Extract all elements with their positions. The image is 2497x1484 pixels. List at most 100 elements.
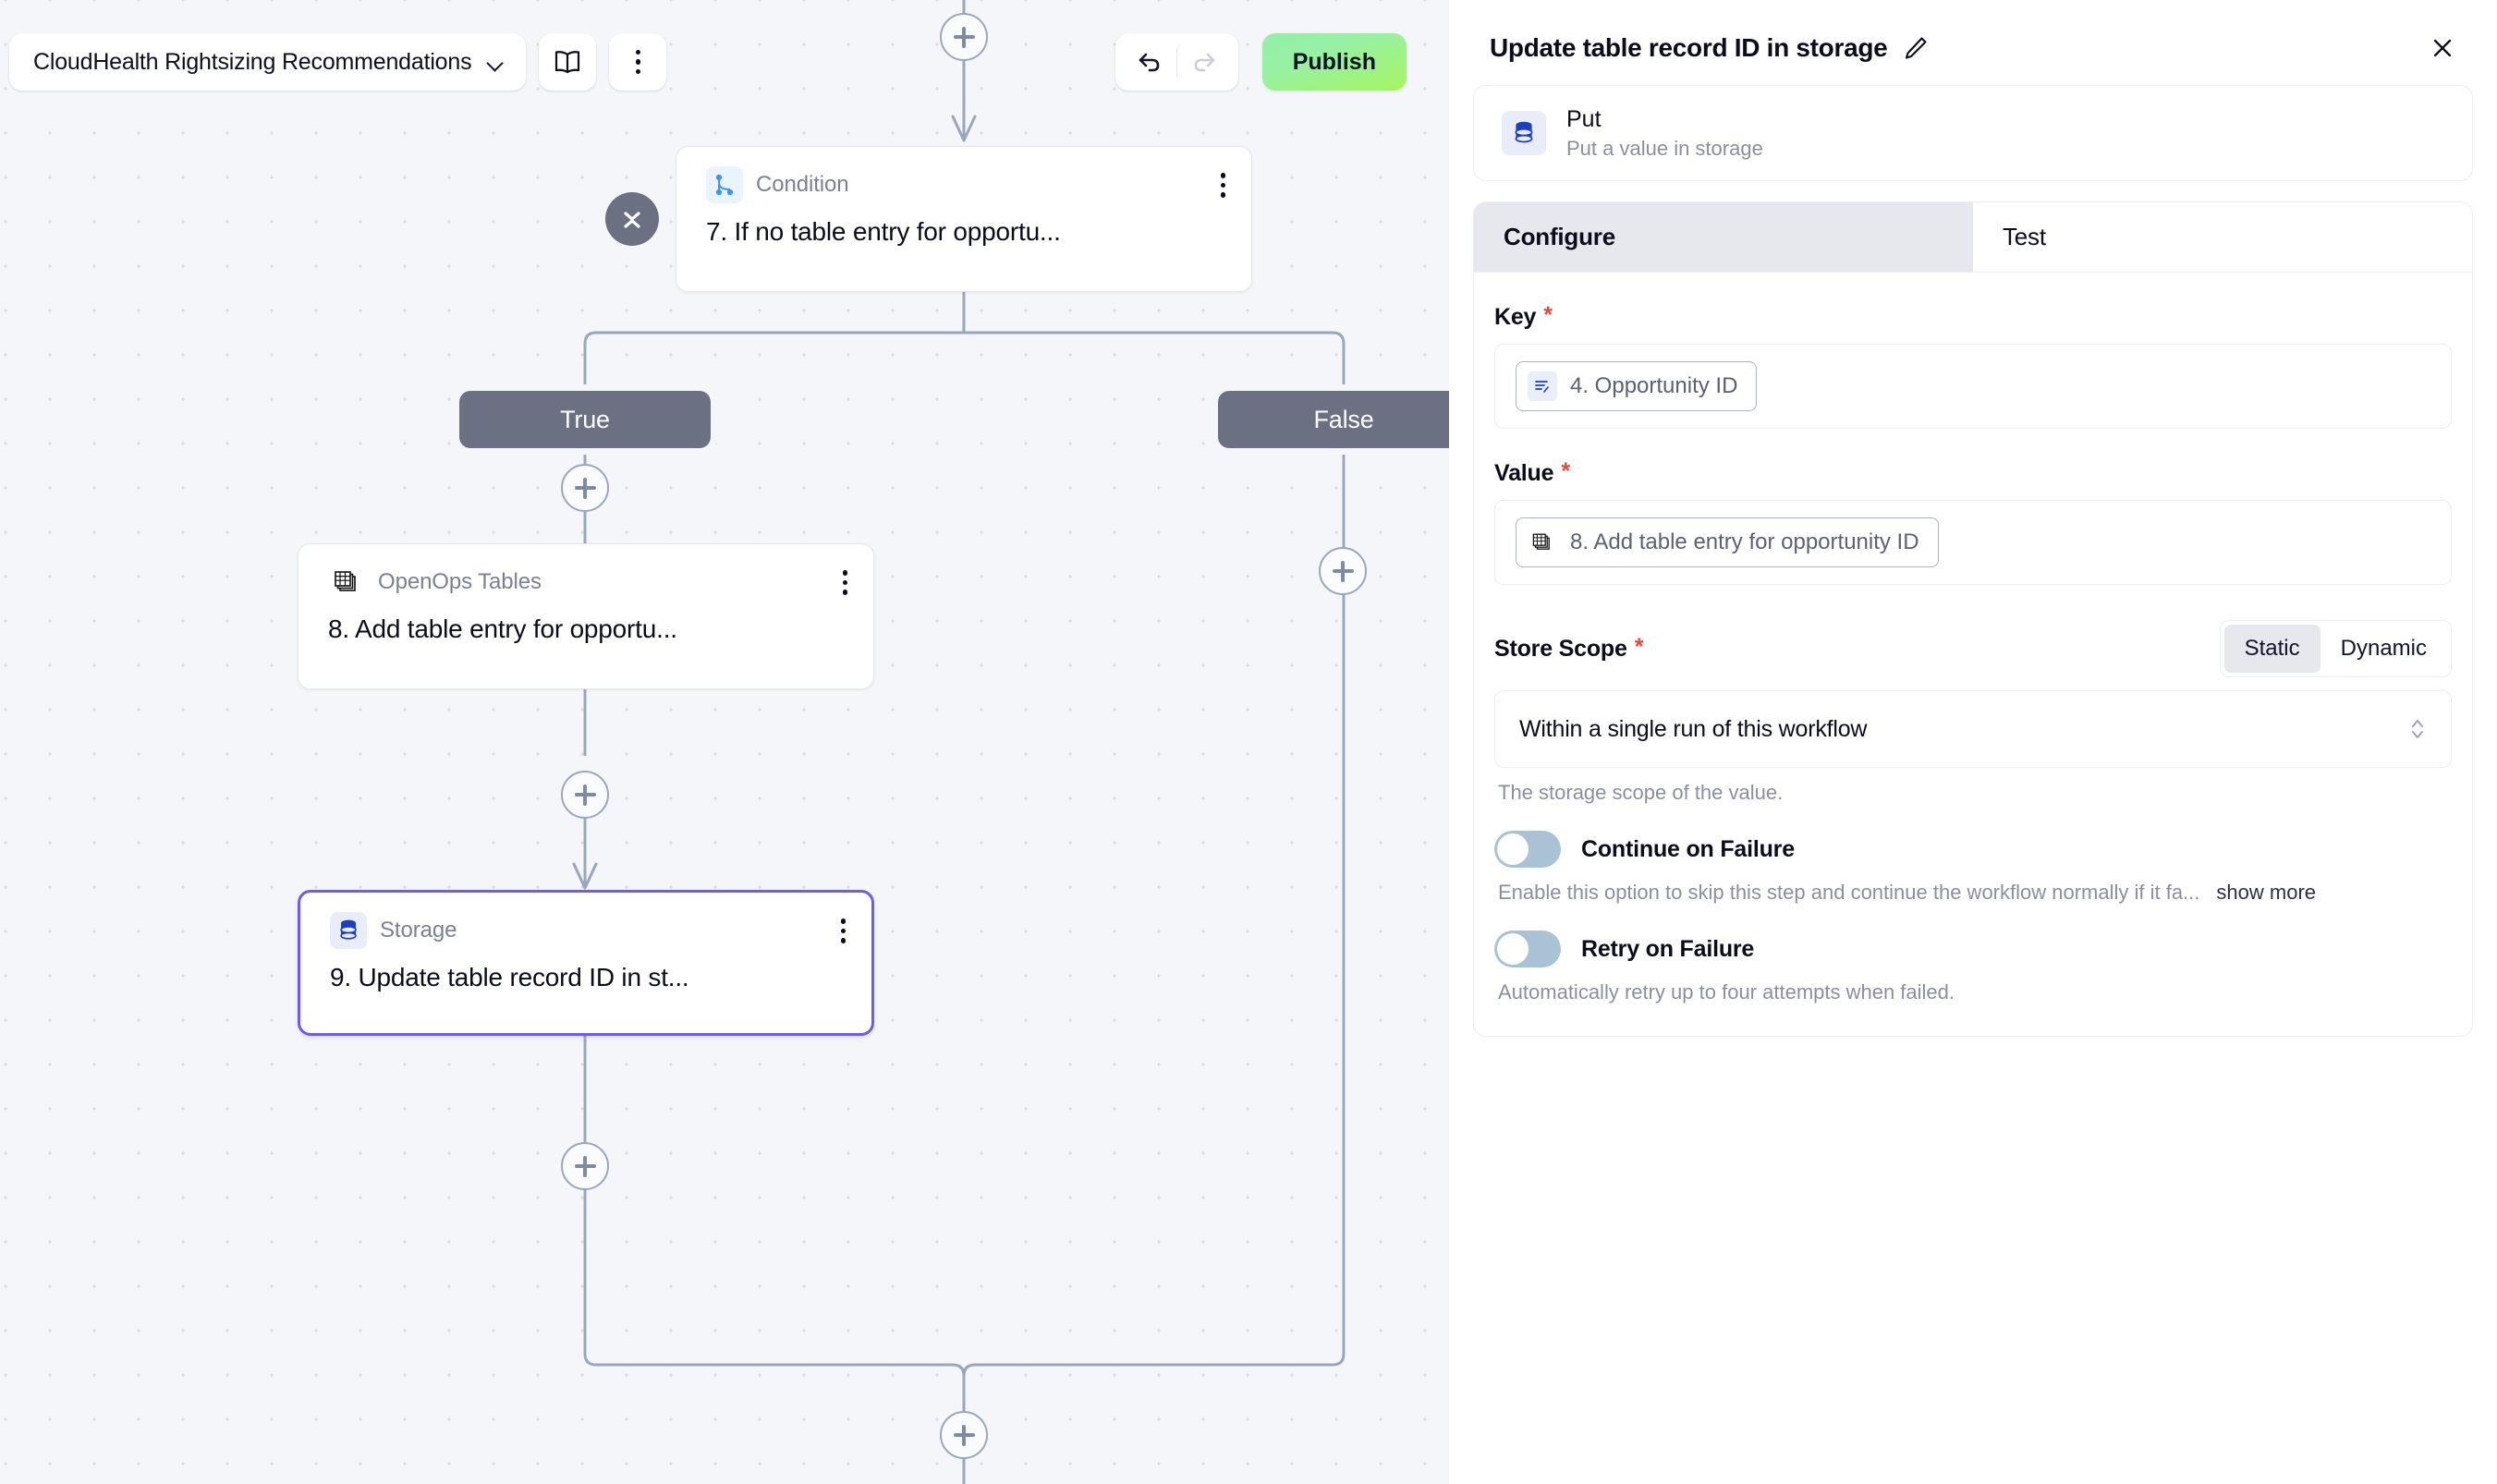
- add-step-button-false-branch[interactable]: [1319, 547, 1367, 595]
- node-type-label: Condition: [756, 172, 849, 197]
- add-step-button-true-branch[interactable]: [561, 464, 609, 512]
- branch-label-true[interactable]: True: [459, 391, 711, 448]
- workflow-title: CloudHealth Rightsizing Recommendations: [33, 48, 472, 75]
- node-header: Storage: [300, 893, 871, 949]
- value-input[interactable]: 8. Add table entry for opportunity ID: [1494, 500, 2452, 585]
- continue-on-failure-description-row: Enable this option to skip this step and…: [1498, 881, 2452, 905]
- toggle-knob: [1497, 833, 1529, 865]
- workflow-node-openops-tables[interactable]: OpenOps Tables 8. Add table entry for op…: [298, 543, 874, 689]
- retry-on-failure-description-row: Automatically retry up to four attempts …: [1498, 980, 2452, 1004]
- node-menu-button[interactable]: [1220, 173, 1225, 198]
- key-value-chip[interactable]: 4. Opportunity ID: [1516, 361, 1758, 411]
- canvas-more-menu-button[interactable]: [609, 33, 667, 91]
- toggle-knob: [1497, 933, 1529, 965]
- piece-text-block: Put Put a value in storage: [1566, 106, 1763, 161]
- table-stack-icon: [1528, 528, 1557, 557]
- store-scope-selected-value: Within a single run of this workflow: [1519, 715, 1868, 742]
- add-step-button-after-9[interactable]: [561, 1142, 609, 1190]
- redo-button[interactable]: [1179, 37, 1229, 87]
- panel-title: Update table record ID in storage: [1490, 33, 1888, 62]
- continue-on-failure-label: Continue on Failure: [1581, 835, 1795, 862]
- step-settings-panel: Update table record ID in storage: [1449, 0, 2497, 1484]
- node-header: OpenOps Tables: [298, 544, 873, 600]
- node-menu-button[interactable]: [842, 570, 847, 595]
- chevron-down-icon: [488, 57, 504, 67]
- workflow-node-condition[interactable]: Condition 7. If no table entry for oppor…: [676, 146, 1252, 292]
- piece-name: Put: [1566, 105, 1602, 132]
- node-title: 8. Add table entry for opportu...: [328, 614, 677, 643]
- continue-on-failure-description: Enable this option to skip this step and…: [1498, 881, 2200, 904]
- chevron-updown-icon: [2408, 717, 2427, 741]
- node-type-label: Storage: [380, 918, 457, 943]
- workflow-canvas[interactable]: True False Condition 7. If n: [0, 0, 1449, 1484]
- close-x-icon: [2433, 39, 2452, 57]
- store-scope-hint: The storage scope of the value.: [1498, 781, 1784, 804]
- undo-arrow-icon: [1139, 53, 1160, 72]
- key-input[interactable]: 4. Opportunity ID: [1494, 344, 2452, 429]
- node-header: Condition: [676, 147, 1251, 203]
- branch-label-false[interactable]: False: [1218, 391, 1449, 448]
- key-label-text: Key: [1494, 304, 1537, 330]
- rename-step-button[interactable]: [1902, 34, 1930, 62]
- retry-on-failure-row: Retry on Failure: [1494, 931, 2452, 967]
- value-chip-text: 8. Add table entry for opportunity ID: [1570, 529, 1919, 554]
- add-step-button-after-merge[interactable]: [940, 1411, 988, 1459]
- add-step-button-top[interactable]: [940, 13, 988, 61]
- collapse-chevrons-icon: [624, 212, 640, 228]
- branch-label-false-text: False: [1313, 405, 1374, 433]
- undo-redo-group: [1115, 33, 1238, 91]
- piece-description: Put a value in storage: [1566, 136, 1763, 160]
- segment-dynamic[interactable]: Dynamic: [2320, 625, 2447, 673]
- value-label-text: Value: [1494, 460, 1554, 486]
- database-icon: [1502, 111, 1546, 155]
- piece-summary-card[interactable]: Put Put a value in storage: [1473, 85, 2473, 181]
- retry-on-failure-toggle[interactable]: [1494, 931, 1561, 967]
- tab-test[interactable]: Test: [1973, 202, 2472, 272]
- collapse-branch-button[interactable]: [605, 192, 659, 246]
- add-step-button-between-8-and-9[interactable]: [561, 771, 609, 819]
- show-more-link[interactable]: show more: [2216, 881, 2316, 904]
- store-scope-row: Store Scope * Static Dynamic: [1494, 620, 2452, 677]
- store-scope-label-text: Store Scope: [1494, 635, 1627, 662]
- docs-button[interactable]: [539, 33, 597, 91]
- store-scope-label: Store Scope *: [1494, 633, 1644, 663]
- redo-arrow-icon: [1194, 53, 1215, 72]
- node-title: 7. If no table entry for opportu...: [706, 217, 1061, 246]
- settings-card: Configure Test Key *: [1473, 201, 2473, 1037]
- configure-fields: Key * 4. Opportunity ID: [1474, 273, 2472, 1036]
- workflow-node-storage[interactable]: Storage 9. Update table record ID in st.…: [298, 890, 874, 1036]
- publish-button[interactable]: Publish: [1261, 33, 1407, 91]
- value-chip[interactable]: 8. Add table entry for opportunity ID: [1516, 517, 1939, 567]
- segment-static[interactable]: Static: [2223, 625, 2320, 673]
- continue-on-failure-row: Continue on Failure: [1494, 831, 2452, 868]
- node-menu-button[interactable]: [840, 918, 846, 943]
- panel-body: Put Put a value in storage Configure Tes…: [1449, 63, 2497, 1037]
- key-chip-text: 4. Opportunity ID: [1570, 373, 1738, 398]
- book-icon: [555, 51, 580, 74]
- value-field-label: Value *: [1494, 460, 2452, 487]
- pencil-icon: [1906, 37, 1927, 59]
- canvas-toolbar-left: CloudHealth Rightsizing Recommendations: [9, 33, 667, 91]
- node-type-label: OpenOps Tables: [378, 569, 542, 594]
- branch-label-true-text: True: [560, 405, 610, 433]
- retry-on-failure-label: Retry on Failure: [1581, 935, 1755, 962]
- store-scope-select[interactable]: Within a single run of this workflow: [1494, 690, 2452, 768]
- tab-configure[interactable]: Configure: [1474, 202, 1973, 272]
- text-step-icon: [1528, 371, 1557, 401]
- panel-header: Update table record ID in storage: [1449, 0, 2497, 63]
- database-icon: [330, 912, 367, 949]
- undo-button[interactable]: [1125, 37, 1175, 87]
- workflow-title-selector[interactable]: CloudHealth Rightsizing Recommendations: [9, 33, 527, 91]
- required-marker: *: [1634, 633, 1644, 660]
- retry-on-failure-description: Automatically retry up to four attempts …: [1498, 980, 1955, 1004]
- table-stack-icon: [328, 564, 365, 601]
- continue-on-failure-toggle[interactable]: [1494, 831, 1561, 868]
- static-dynamic-toggle: Static Dynamic: [2219, 620, 2452, 677]
- canvas-toolbar-right: Publish: [1115, 33, 1407, 91]
- settings-tabs: Configure Test: [1474, 202, 2472, 273]
- key-field-label: Key *: [1494, 304, 2452, 331]
- divider: [1175, 47, 1177, 77]
- node-title: 9. Update table record ID in st...: [330, 963, 689, 991]
- close-panel-button[interactable]: [2429, 34, 2456, 62]
- required-marker: *: [1543, 302, 1553, 328]
